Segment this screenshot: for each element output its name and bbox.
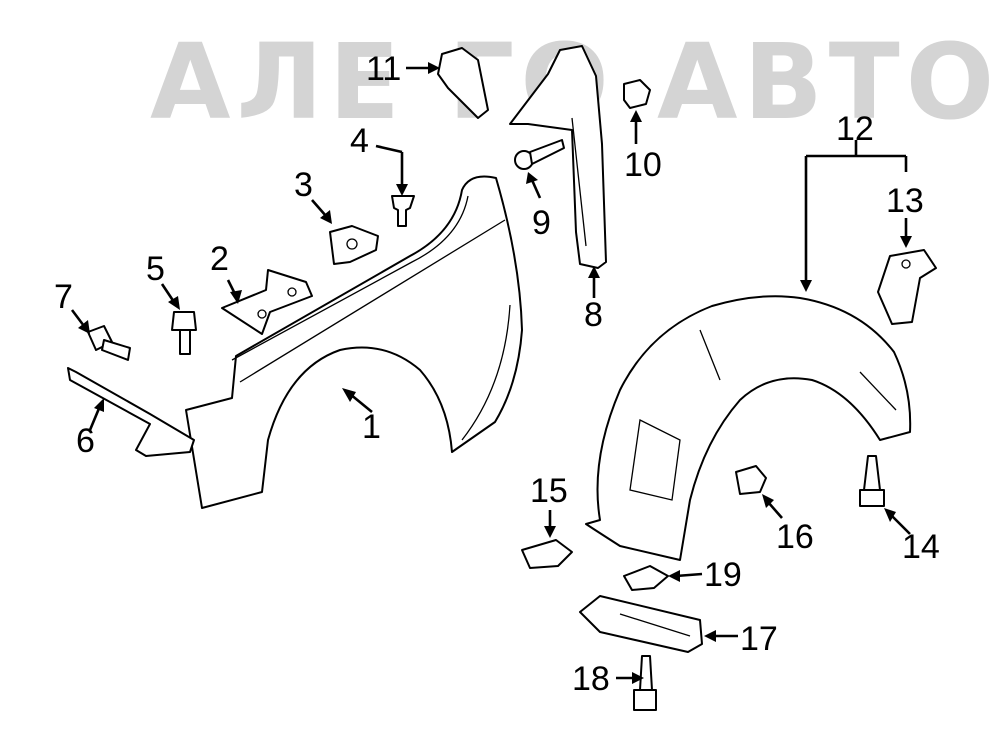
part-clip bbox=[391, 195, 415, 227]
callout-labels: 1 2 3 4 5 6 7 8 9 10 11 12 13 14 15 16 1… bbox=[54, 50, 940, 698]
part-nut-flange bbox=[735, 465, 767, 495]
part-bolt bbox=[171, 311, 197, 355]
part-screw-bottom bbox=[633, 655, 657, 711]
callout-7: 7 bbox=[54, 278, 73, 316]
callout-6: 6 bbox=[76, 422, 95, 460]
part-screw bbox=[514, 139, 565, 170]
part-clip-bracket bbox=[877, 249, 937, 325]
part-liner bbox=[585, 295, 912, 561]
part-nut bbox=[623, 79, 651, 109]
part-clip-small bbox=[623, 565, 669, 591]
callout-3: 3 bbox=[294, 166, 313, 204]
callout-19: 19 bbox=[704, 556, 742, 594]
part-insulator bbox=[437, 47, 489, 119]
callout-15: 15 bbox=[530, 472, 568, 510]
callout-2: 2 bbox=[210, 240, 229, 278]
callout-11: 11 bbox=[366, 50, 401, 88]
callout-10: 10 bbox=[624, 146, 662, 184]
part-fender bbox=[185, 175, 523, 509]
leaders bbox=[70, 62, 912, 684]
callout-17: 17 bbox=[740, 620, 778, 658]
callout-8: 8 bbox=[584, 296, 603, 334]
part-pillar bbox=[509, 45, 607, 269]
callout-13: 13 bbox=[886, 182, 924, 220]
callout-5: 5 bbox=[146, 250, 165, 288]
part-clip-plate bbox=[521, 539, 573, 569]
part-screw-long bbox=[859, 455, 885, 507]
part-splash-guard bbox=[579, 595, 703, 653]
callout-18: 18 bbox=[572, 660, 610, 698]
callout-1: 1 bbox=[362, 408, 381, 446]
part-bracket bbox=[221, 269, 313, 335]
callout-4: 4 bbox=[350, 122, 369, 160]
part-support bbox=[67, 367, 195, 457]
callout-16: 16 bbox=[776, 518, 814, 556]
part-bolt-short bbox=[87, 325, 131, 361]
callout-9: 9 bbox=[532, 204, 551, 242]
part-bracket-small bbox=[329, 225, 379, 265]
callout-14: 14 bbox=[902, 528, 940, 566]
callout-12: 12 bbox=[836, 110, 874, 148]
